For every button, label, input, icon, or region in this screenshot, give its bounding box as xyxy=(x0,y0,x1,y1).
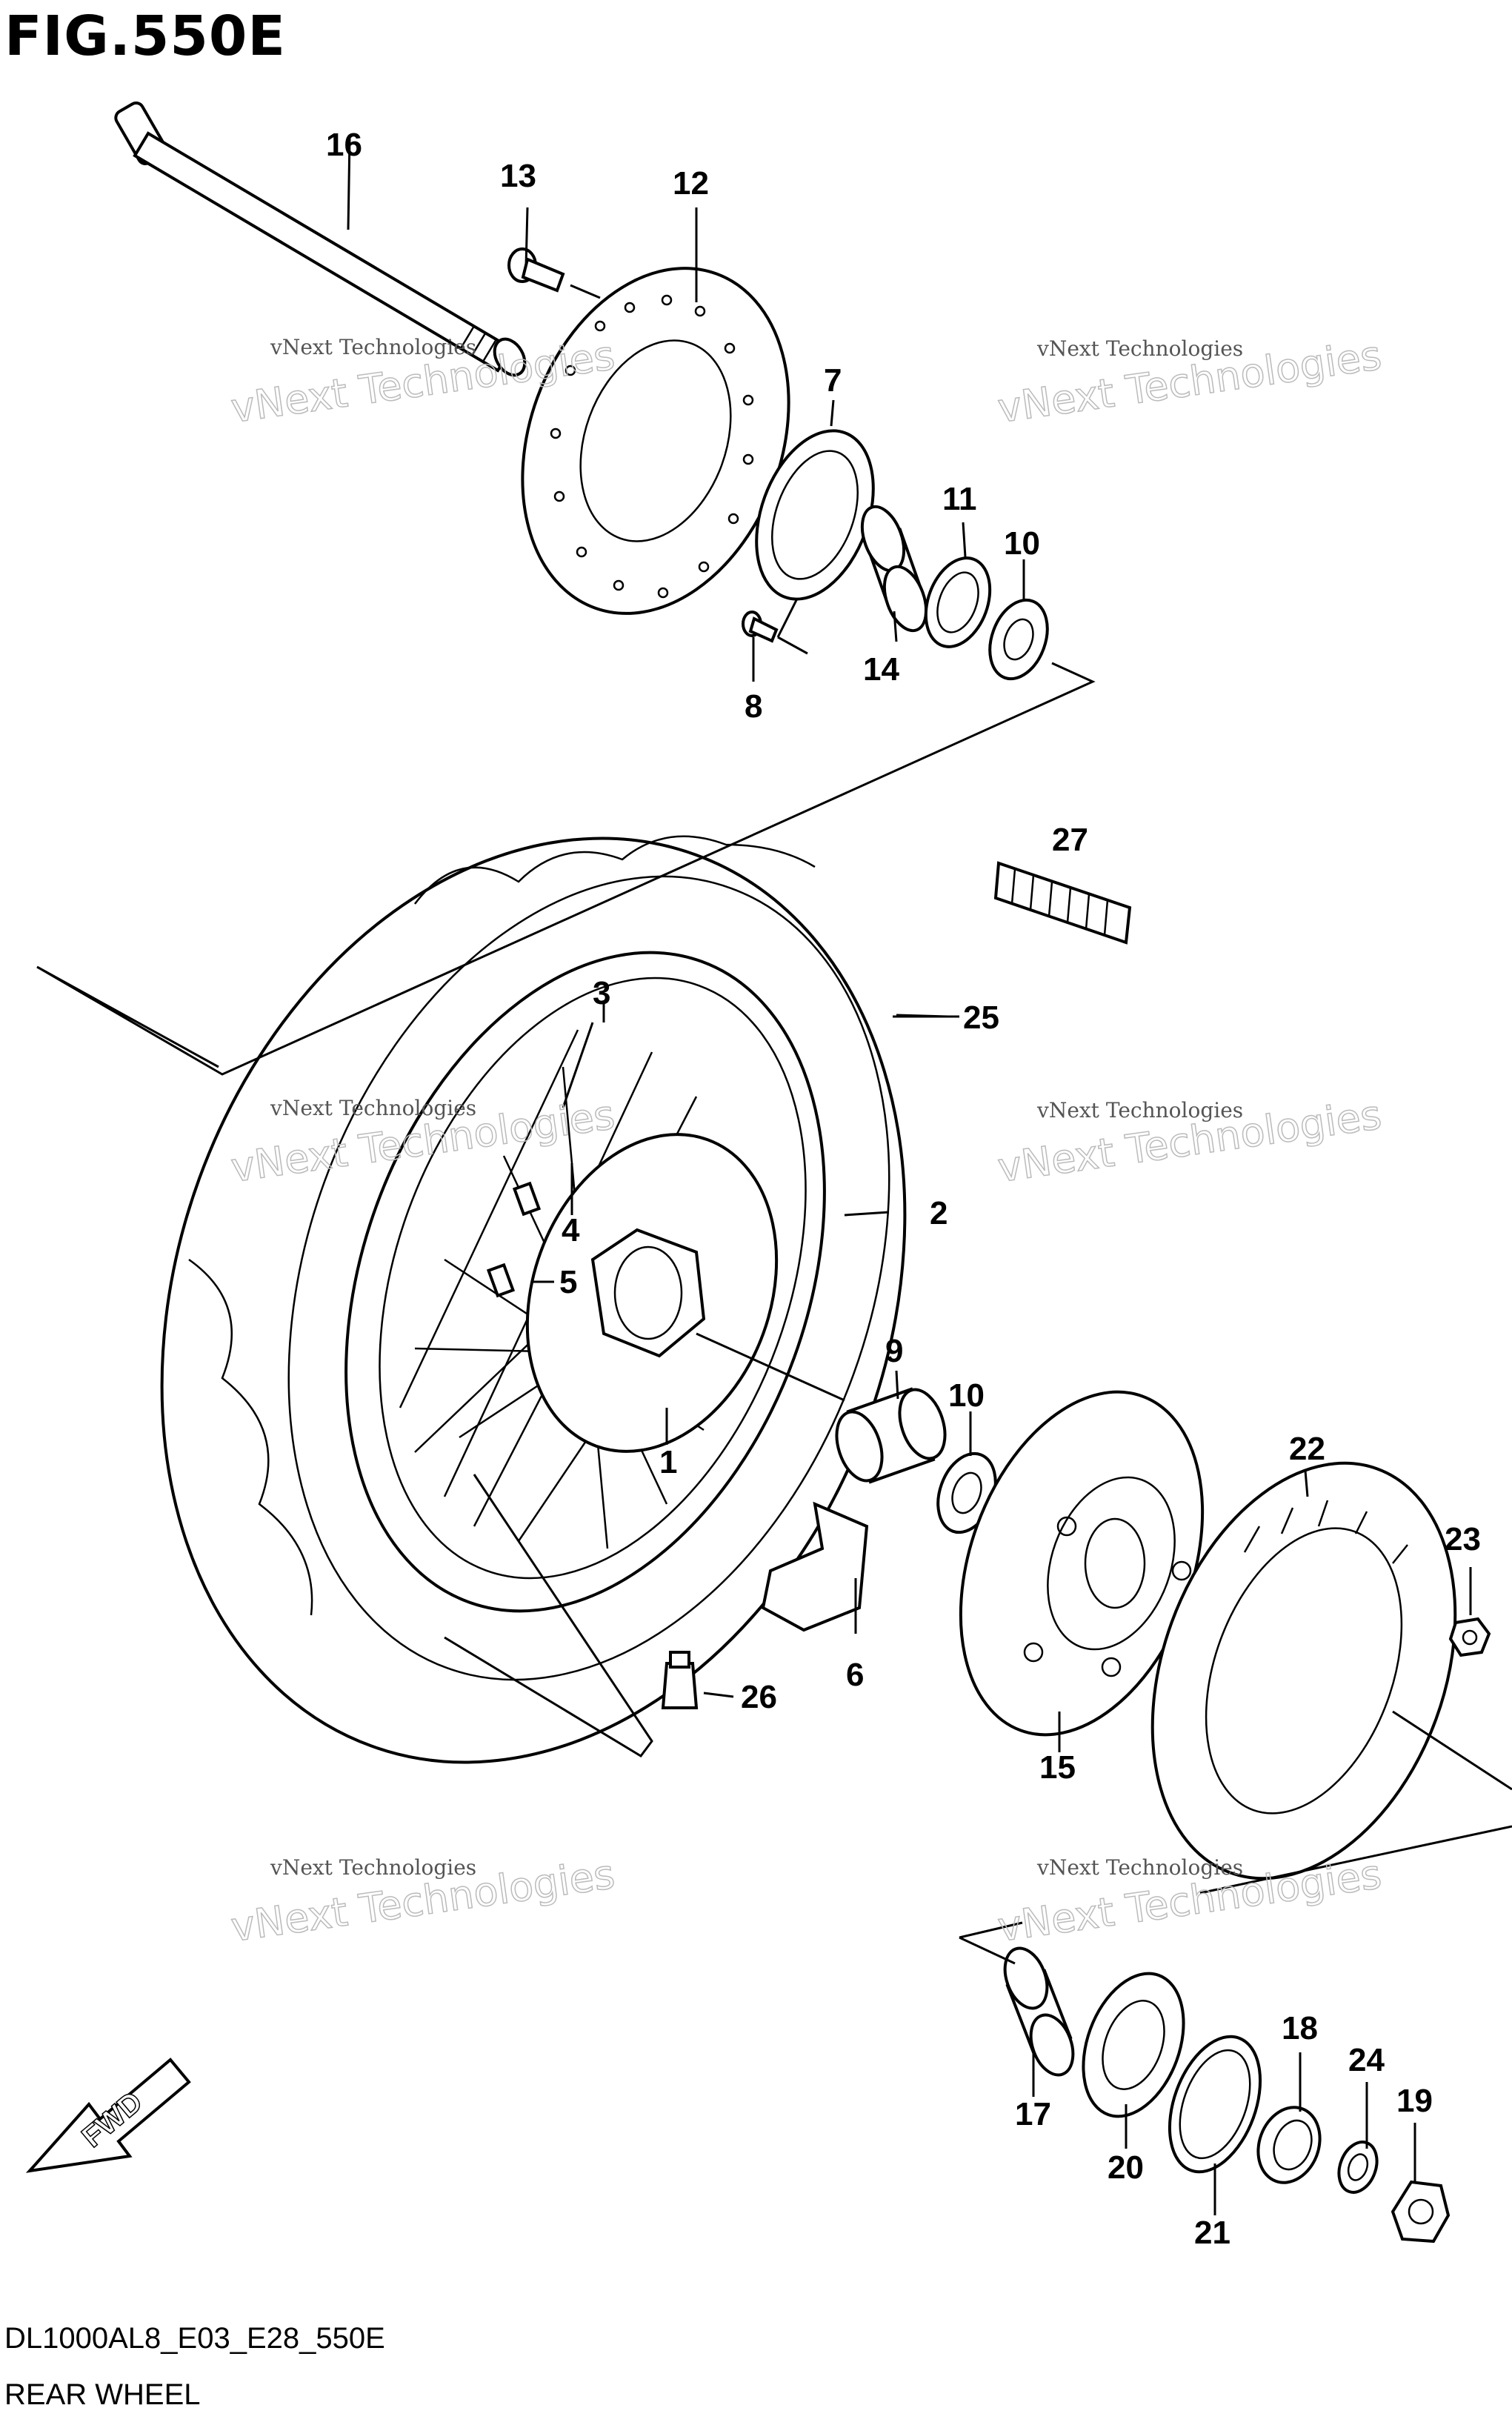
watermark-small: vNext Technologies xyxy=(1036,1855,1243,1880)
hub-part-1 xyxy=(525,1133,779,1453)
callout-12: 12 xyxy=(673,165,709,202)
screw-part-8 xyxy=(742,611,779,643)
bolt-part-13 xyxy=(507,247,565,293)
axle-part-16 xyxy=(114,102,527,377)
callout-labels: 16 13 12 7 11 10 14 8 27 3 25 2 4 5 1 9 … xyxy=(326,127,1481,2251)
callout-10-top: 10 xyxy=(1004,525,1040,562)
nut-part-23 xyxy=(1448,1617,1491,1657)
figure-title: FIG.550E xyxy=(4,4,286,68)
watermark-small: vNext Technologies xyxy=(270,1855,476,1880)
callout-15: 15 xyxy=(1039,1749,1076,1786)
callout-25: 25 xyxy=(963,1000,999,1036)
oil-seal-part-21 xyxy=(1168,2035,1262,2174)
callout-18: 18 xyxy=(1282,2010,1318,2046)
watermark-small: vNext Technologies xyxy=(1036,1098,1243,1122)
callout-27: 27 xyxy=(1052,822,1088,858)
balance-weight-part-27 xyxy=(993,861,1132,945)
spacer-part-9 xyxy=(835,1387,947,1484)
callout-4: 4 xyxy=(562,1212,580,1248)
callout-8: 8 xyxy=(745,688,762,725)
callout-3: 3 xyxy=(593,975,610,1011)
callout-23: 23 xyxy=(1445,1521,1481,1557)
callout-26: 26 xyxy=(741,1679,777,1715)
callout-14: 14 xyxy=(863,651,899,688)
bearing-part-10-top xyxy=(988,598,1049,681)
callout-21: 21 xyxy=(1194,2215,1230,2251)
callout-5: 5 xyxy=(559,1264,577,1300)
spoke-nipple-part-5 xyxy=(486,1263,516,1298)
brake-disc-part-12 xyxy=(521,267,790,615)
guide-lines xyxy=(36,137,1512,2215)
spoke-nipple-part-4 xyxy=(512,1181,542,1217)
spacer-part-17 xyxy=(1003,1946,1075,2077)
callout-13: 13 xyxy=(500,158,536,194)
callout-22: 22 xyxy=(1289,1431,1325,1467)
sprocket-part-22 xyxy=(1150,1461,1457,1880)
callout-1: 1 xyxy=(659,1444,677,1480)
oil-seal-part-11 xyxy=(924,556,992,648)
watermark-small: vNext Technologies xyxy=(1036,336,1243,361)
fwd-arrow: FWD xyxy=(25,2058,191,2173)
figure-name: REAR WHEEL xyxy=(4,2378,201,2411)
callout-11: 11 xyxy=(942,481,977,517)
callout-7: 7 xyxy=(824,362,842,399)
callout-17: 17 xyxy=(1015,2096,1051,2132)
callout-24: 24 xyxy=(1348,2042,1385,2078)
watermark-small: vNext Technologies xyxy=(270,1096,476,1120)
callout-10-lower: 10 xyxy=(948,1377,985,1414)
callout-20: 20 xyxy=(1108,2149,1144,2186)
spacer-part-18 xyxy=(1256,2106,1322,2184)
bracket-part-6 xyxy=(761,1501,869,1632)
watermark-small: vNext Technologies xyxy=(270,335,476,359)
callout-6: 6 xyxy=(846,1657,864,1693)
sprocket-drum-part-15 xyxy=(959,1390,1205,1737)
figure-code: DL1000AL8_E03_E28_550E xyxy=(4,2322,385,2355)
nut-part-19 xyxy=(1391,2180,1451,2244)
callout-16: 16 xyxy=(326,127,362,163)
bearing-part-20 xyxy=(1082,1972,1185,2118)
callout-19: 19 xyxy=(1396,2083,1433,2119)
washer-part-24 xyxy=(1337,2141,1379,2194)
valve-part-26 xyxy=(661,1651,699,1709)
callout-9: 9 xyxy=(885,1333,903,1369)
callout-2: 2 xyxy=(930,1195,948,1231)
